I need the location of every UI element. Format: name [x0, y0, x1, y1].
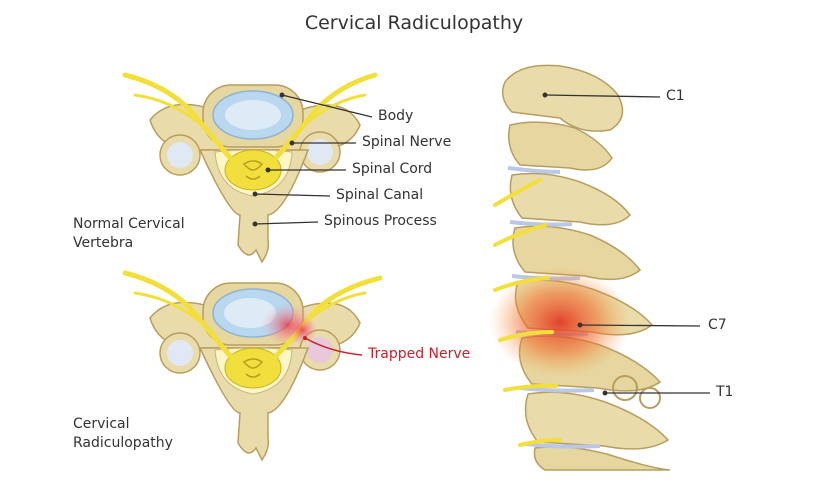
label-spinal-canal: Spinal Canal — [336, 187, 424, 203]
cervical-spine-illustration — [490, 64, 671, 471]
trapped-leader-line — [303, 336, 363, 356]
normal-caption-line-1: Normal Cervical — [73, 216, 185, 232]
spine-leader-lines — [542, 92, 710, 396]
herniated-vertebra-illustration — [122, 270, 383, 462]
label-t1: T1 — [716, 384, 734, 400]
diagram-title: Cervical Radiculopathy — [304, 12, 524, 34]
radiculopathy-caption-line-2: Radiculopathy — [73, 435, 173, 451]
normal-vertebra-illustration — [122, 72, 378, 264]
normal-leader-lines — [252, 92, 373, 227]
label-spinal-nerve: Spinal Nerve — [362, 134, 452, 150]
radiculopathy-caption-line-1: Cervical — [73, 416, 130, 432]
label-trapped-nerve: Trapped Nerve — [368, 346, 471, 362]
label-body: Body — [378, 108, 414, 124]
radiculopathy-caption: Cervical Radiculopathy — [73, 415, 173, 453]
label-c7: C7 — [708, 317, 727, 333]
label-spinal-cord: Spinal Cord — [352, 161, 433, 177]
label-spinous-process: Spinous Process — [324, 213, 437, 229]
normal-caption-line-2: Vertebra — [73, 235, 134, 251]
normal-vertebra-caption: Normal Cervical Vertebra — [73, 215, 185, 253]
label-c1: C1 — [666, 88, 685, 104]
